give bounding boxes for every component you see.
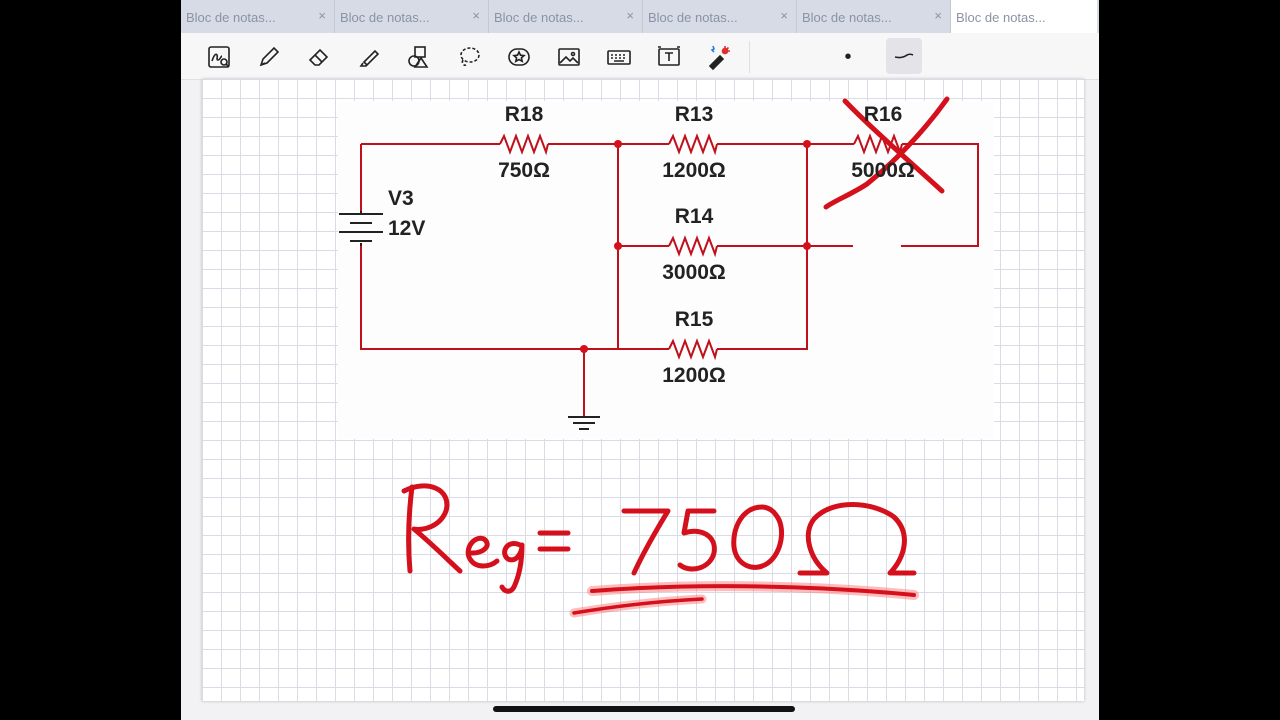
tab-close-icon[interactable]: × (318, 8, 326, 23)
double-underline-highlight (569, 581, 919, 618)
textbox-icon[interactable] (653, 41, 685, 73)
resistor-r15-name: R15 (674, 308, 714, 331)
tab-4[interactable]: Bloc de notas... × (643, 0, 797, 33)
drawing-toolbar: • (181, 33, 1099, 80)
circuit-diagram (339, 96, 979, 618)
circuit-nodes (580, 140, 811, 353)
source-v3-name: V3 (388, 187, 414, 210)
resistor-r14-name: R14 (674, 205, 714, 228)
tab-close-icon[interactable]: × (934, 8, 942, 23)
sticker-icon[interactable] (503, 41, 535, 73)
pen-icon[interactable] (253, 41, 285, 73)
tab-3[interactable]: Bloc de notas... × (489, 0, 643, 33)
tab-label: Bloc de notas... (956, 10, 1046, 25)
resistor-r14-value: 3000Ω (662, 261, 726, 284)
resistor-r13-value: 1200Ω (662, 159, 726, 182)
note-page[interactable]: R18 750Ω R13 1200Ω R16 5000Ω R14 3000Ω R… (202, 79, 1084, 701)
notes-app-window: Bloc de notas... × Bloc de notas... × Bl… (181, 0, 1099, 720)
tab-label: Bloc de notas... (340, 10, 430, 25)
handwritten-req-answer (401, 483, 917, 594)
source-v3-value: 12V (388, 217, 426, 240)
home-indicator[interactable] (493, 706, 795, 712)
resistor-r13-name: R13 (674, 103, 714, 126)
battery-symbol (339, 211, 383, 246)
shapes-icon[interactable] (403, 41, 435, 73)
zoom-write-icon[interactable] (203, 41, 235, 73)
cross-out-mark (823, 96, 950, 210)
resistor-r18-value: 750Ω (498, 159, 550, 182)
thin-stroke-dot-icon[interactable]: • (844, 45, 852, 68)
tab-bar: Bloc de notas... × Bloc de notas... × Bl… (181, 0, 1099, 33)
tab-label: Bloc de notas... (186, 10, 276, 25)
resistor-r18-name: R18 (504, 103, 544, 126)
tab-5[interactable]: Bloc de notas... × (797, 0, 951, 33)
toolbar-separator (749, 41, 750, 73)
tab-label: Bloc de notas... (802, 10, 892, 25)
tab-1[interactable]: Bloc de notas... × (181, 0, 335, 33)
stroke-style-icon[interactable] (886, 38, 922, 74)
tab-close-icon[interactable]: × (780, 8, 788, 23)
resistor-r16-name: R16 (863, 103, 903, 126)
circuit-image (338, 101, 994, 439)
resistor-r15-value: 1200Ω (662, 364, 726, 387)
laser-pointer-icon[interactable] (703, 41, 735, 73)
tab-label: Bloc de notas... (494, 10, 584, 25)
tab-2[interactable]: Bloc de notas... × (335, 0, 489, 33)
ground-symbol (568, 416, 600, 430)
resistor-r16-value: 5000Ω (851, 159, 915, 182)
image-icon[interactable] (553, 41, 585, 73)
highlighter-icon[interactable] (353, 41, 385, 73)
tab-label: Bloc de notas... (648, 10, 738, 25)
tab-close-icon[interactable]: × (472, 8, 480, 23)
tab-6-active[interactable]: Bloc de notas... × (951, 0, 1097, 33)
tab-close-icon[interactable]: × (626, 8, 634, 23)
lasso-icon[interactable] (453, 41, 485, 73)
eraser-icon[interactable] (303, 41, 335, 73)
keyboard-icon[interactable] (603, 41, 635, 73)
